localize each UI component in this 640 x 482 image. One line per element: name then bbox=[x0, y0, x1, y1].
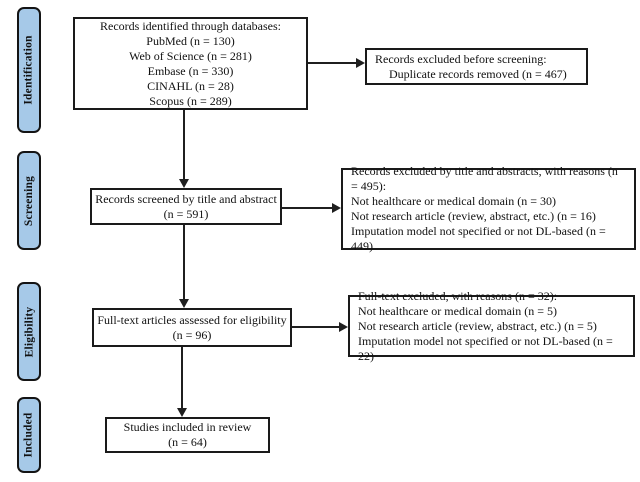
stage-label-included-text: Included bbox=[23, 412, 35, 458]
box-records-identified-line: PubMed (n = 130) bbox=[146, 33, 235, 48]
connector-fulltext-to-excluded bbox=[292, 326, 340, 328]
box-studies-included: Studies included in review (n = 64) bbox=[105, 417, 270, 453]
box-excluded-title-abstract-line: Not healthcare or medical domain (n = 30… bbox=[351, 194, 557, 208]
box-excluded-before-screening: Records excluded before screening: Dupli… bbox=[365, 48, 588, 85]
box-studies-included-line: Studies included in review bbox=[123, 420, 252, 434]
arrowhead-right-icon bbox=[332, 203, 341, 213]
box-records-identified: Records identified through databases: Pu… bbox=[73, 17, 308, 110]
stage-label-eligibility: Eligibility bbox=[17, 282, 41, 381]
box-records-screened-line: Records screened by title and abstract bbox=[95, 191, 277, 206]
box-records-identified-line: Scopus (n = 289) bbox=[149, 93, 232, 108]
arrowhead-down-icon bbox=[177, 408, 187, 417]
stage-label-screening-text: Screening bbox=[23, 175, 35, 226]
connector-fulltext-to-included bbox=[181, 347, 183, 409]
connector-screened-to-fulltext bbox=[183, 225, 185, 300]
box-records-identified-line: Records identified through databases: bbox=[100, 18, 281, 33]
box-studies-included-line: (n = 64) bbox=[168, 435, 207, 449]
box-excluded-title-abstract-line: Records excluded by title and abstracts,… bbox=[351, 164, 618, 193]
box-records-identified-line: CINAHL (n = 28) bbox=[147, 78, 234, 93]
box-fulltext-assessed-line: (n = 96) bbox=[172, 327, 212, 342]
box-fulltext-assessed: Full-text articles assessed for eligibil… bbox=[92, 308, 292, 347]
box-excluded-fulltext-line: Imputation model not specified or not DL… bbox=[358, 333, 613, 363]
connector-screened-to-excluded bbox=[282, 207, 333, 209]
box-fulltext-assessed-line: Full-text articles assessed for eligibil… bbox=[97, 312, 287, 327]
stage-label-identification-text: Identification bbox=[23, 35, 35, 105]
arrowhead-right-icon bbox=[356, 58, 365, 68]
box-excluded-before-screening-line: Duplicate records removed (n = 467) bbox=[389, 66, 567, 81]
connector-identified-to-screened bbox=[183, 110, 185, 180]
stage-label-identification: Identification bbox=[17, 7, 41, 133]
box-records-identified-line: Embase (n = 330) bbox=[147, 63, 234, 78]
box-excluded-fulltext: Full-text excluded, with reasons (n = 32… bbox=[348, 289, 635, 363]
stage-label-screening: Screening bbox=[17, 151, 41, 250]
box-excluded-title-abstract: Records excluded by title and abstracts,… bbox=[341, 164, 636, 253]
box-excluded-title-abstract-line: Imputation model not specified or not DL… bbox=[351, 224, 606, 253]
connector-identified-to-duplicates bbox=[308, 62, 357, 64]
box-excluded-fulltext-line: Full-text excluded, with reasons (n = 32… bbox=[358, 288, 558, 303]
box-records-screened: Records screened by title and abstract (… bbox=[90, 188, 282, 225]
stage-label-included: Included bbox=[17, 397, 41, 473]
arrowhead-down-icon bbox=[179, 299, 189, 308]
stage-label-eligibility-text: Eligibility bbox=[23, 306, 35, 357]
arrowhead-down-icon bbox=[179, 179, 189, 188]
box-excluded-fulltext-line: Not healthcare or medical domain (n = 5) bbox=[358, 303, 558, 318]
box-records-identified-line: Web of Science (n = 281) bbox=[129, 48, 252, 63]
box-excluded-before-screening-line: Records excluded before screening: bbox=[375, 51, 547, 66]
box-records-screened-line: (n = 591) bbox=[163, 206, 209, 221]
arrowhead-right-icon bbox=[339, 322, 348, 332]
box-excluded-fulltext-line: Not research article (review, abstract, … bbox=[358, 318, 597, 333]
box-excluded-title-abstract-line: Not research article (review, abstract, … bbox=[351, 209, 596, 223]
